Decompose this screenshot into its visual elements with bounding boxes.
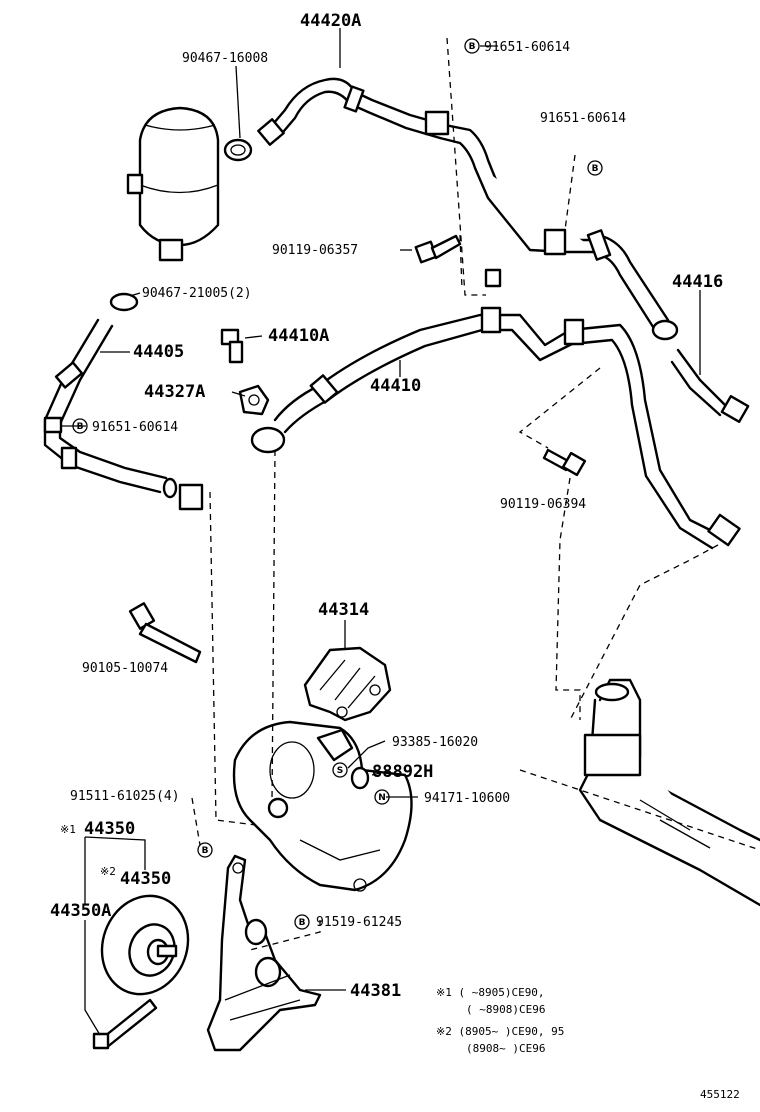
bolt-90119-06357 [414, 234, 462, 264]
mark-b-left: B [72, 418, 88, 434]
label-44420a: 44420A [300, 11, 361, 31]
label-44410a: 44410A [268, 326, 329, 346]
mark-b-pump: B [197, 842, 213, 858]
reservoir-tank [126, 106, 220, 262]
svg-text:B: B [592, 164, 599, 174]
pressure-hose-44410 [250, 306, 741, 550]
idler-pulley [100, 894, 190, 996]
leader-lines [60, 28, 701, 1036]
label-44410: 44410 [370, 376, 421, 396]
vane-pump [232, 720, 413, 892]
o-ring-88892h [350, 766, 370, 790]
label-44405: 44405 [133, 342, 184, 362]
svg-text:B: B [77, 422, 84, 432]
ref-mark-2: ※2 [100, 865, 116, 878]
label-90467-21005: 90467-21005(2) [142, 286, 252, 301]
label-93385-16020: 93385-16020 [392, 735, 478, 750]
label-91651-60614-top2: 91651-60614 [540, 111, 626, 126]
label-44381: 44381 [350, 981, 401, 1001]
bracket-44314 [303, 646, 392, 722]
gasket-44327a [238, 384, 270, 416]
figure-number: 455122 [700, 1088, 740, 1101]
label-91511-61025: 91511-61025(4) [70, 789, 180, 804]
bolt-90105-10074 [128, 602, 202, 664]
label-90105-10074: 90105-10074 [82, 661, 168, 676]
label-90119-06394: 90119-06394 [500, 497, 586, 512]
ref-mark-1: ※1 [60, 823, 76, 836]
label-44327a: 44327A [144, 382, 205, 402]
label-90119-06357: 90119-06357 [272, 243, 358, 258]
steering-gear [578, 678, 760, 907]
note-2-line-2: (8908~ )CE96 [466, 1042, 545, 1055]
union-44410a [220, 328, 244, 364]
svg-text:B: B [202, 846, 209, 856]
return-hose-44420a [257, 77, 602, 256]
label-91519-61245: 91519-61245 [316, 915, 402, 930]
union-bolt [484, 268, 502, 288]
mark-s: S [332, 762, 348, 778]
mark-b-bracket: B [294, 914, 310, 930]
note-1-line-1: ※1 ( ~8905)CE90, [436, 986, 545, 999]
bolt-44350a [92, 998, 158, 1050]
bracket-44381 [206, 854, 322, 1052]
return-hose-44416 [586, 229, 750, 423]
label-44350a: 44350A [50, 901, 111, 921]
note-2-line-1: ※2 (8905~ )CE90, 95 [436, 1025, 564, 1038]
label-44350-1: 44350 [84, 819, 135, 839]
label-44314: 44314 [318, 600, 369, 620]
label-91651-60614-left: 91651-60614 [92, 420, 178, 435]
note-1-line-2: ( ~8908)CE96 [466, 1003, 545, 1016]
svg-text:S: S [337, 766, 343, 776]
label-44416: 44416 [672, 272, 723, 292]
hose-44405 [43, 292, 204, 511]
label-90467-16008: 90467-16008 [182, 51, 268, 66]
mark-b-top1: B [464, 38, 480, 54]
label-91651-60614-top1: 91651-60614 [484, 40, 570, 55]
label-88892h: 88892H [372, 762, 433, 782]
hose-clamp-90467-16008 [223, 138, 253, 162]
svg-text:B: B [299, 918, 306, 928]
bolt-90119-06394 [542, 448, 587, 477]
mark-b-top2: B [587, 160, 603, 176]
svg-text:B: B [469, 42, 476, 52]
mark-n: N [374, 789, 390, 805]
svg-text:N: N [378, 793, 386, 803]
guide-lines [191, 37, 760, 951]
label-44350-2: 44350 [120, 869, 171, 889]
label-94171-10600: 94171-10600 [424, 791, 510, 806]
